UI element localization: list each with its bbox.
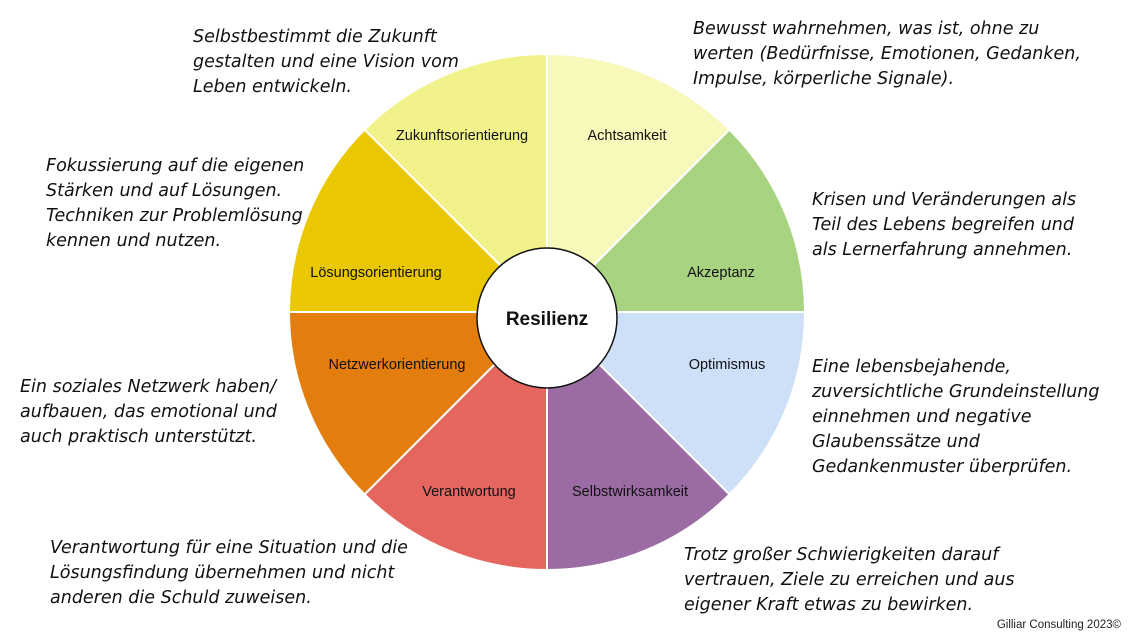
segment-akzeptanz bbox=[544, 128, 807, 313]
segment-label-achtsamkeit: Achtsamkeit bbox=[588, 128, 667, 144]
segment-zukunftsorientierung bbox=[363, 52, 548, 315]
desc-akzeptanz: Krisen und Veränderungen als Teil des Le… bbox=[812, 190, 1077, 260]
segment-label-verantwortung: Verantwortung bbox=[422, 484, 516, 500]
segment-netzwerkorientierung bbox=[287, 311, 550, 496]
desc-achtsamkeit: Bewusst wahrnehmen, was ist, ohne zu wer… bbox=[693, 19, 1081, 89]
desc-selbstwirksamkeit: Trotz großer Schwierigkeiten darauf vert… bbox=[684, 545, 1015, 615]
center-label: Resilienz bbox=[506, 309, 588, 330]
desc-netzwerkorientierung: Ein soziales Netzwerk haben/ aufbauen, d… bbox=[20, 377, 277, 447]
desc-zukunftsorientierung: Selbstbestimmt die Zukunft gestalten und… bbox=[193, 27, 459, 97]
segment-loesungsorientierung bbox=[287, 128, 550, 313]
segment-label-selbstwirksamkeit: Selbstwirksamkeit bbox=[572, 484, 688, 500]
center-circle bbox=[476, 247, 618, 389]
segment-label-zukunftsorientierung: Zukunftsorientierung bbox=[396, 128, 528, 144]
desc-verantwortung: Verantwortung für eine Situation und die… bbox=[50, 538, 408, 608]
segment-achtsamkeit bbox=[546, 52, 731, 315]
segment-label-loesungsorientierung: Lösungsorientierung bbox=[310, 265, 441, 281]
segment-selbstwirksamkeit bbox=[546, 309, 731, 572]
desc-optimismus: Eine lebensbejahende, zuversichtliche Gr… bbox=[812, 357, 1100, 477]
segment-label-netzwerkorientierung: Netzwerkorientierung bbox=[328, 357, 465, 373]
segment-verantwortung bbox=[363, 309, 548, 572]
segment-optimismus bbox=[544, 311, 807, 496]
segment-label-optimismus: Optimismus bbox=[689, 357, 766, 373]
segment-label-akzeptanz: Akzeptanz bbox=[687, 265, 755, 281]
desc-loesungsorientierung: Fokussierung auf die eigenen Stärken und… bbox=[46, 156, 305, 251]
credit-text: Gilliar Consulting 2023© bbox=[996, 619, 1121, 631]
